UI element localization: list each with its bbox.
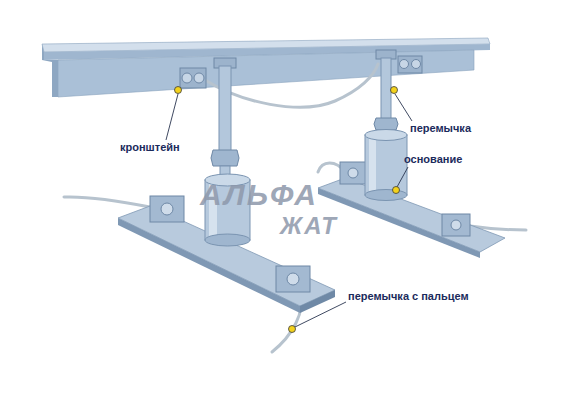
wire: [64, 64, 526, 352]
part-label: основание: [404, 153, 462, 165]
part-label: кронштейн: [120, 141, 180, 153]
watermark: ЖАТ: [280, 212, 338, 240]
part-label: перемычка: [410, 122, 471, 134]
base-plate: [118, 162, 505, 313]
part-label: перемычка с пальцем: [348, 290, 469, 302]
watermark: АЛЬФА: [200, 178, 318, 212]
post: [205, 50, 407, 246]
beam: [42, 38, 490, 97]
